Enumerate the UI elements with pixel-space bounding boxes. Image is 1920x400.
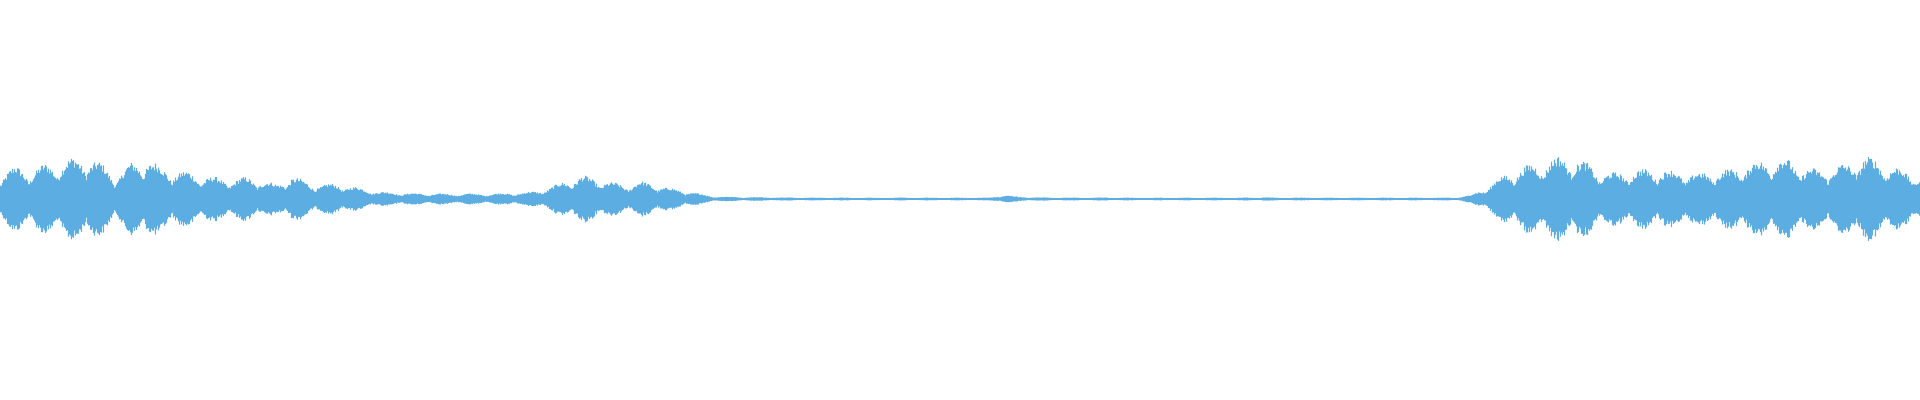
waveform-bars <box>0 157 1920 241</box>
